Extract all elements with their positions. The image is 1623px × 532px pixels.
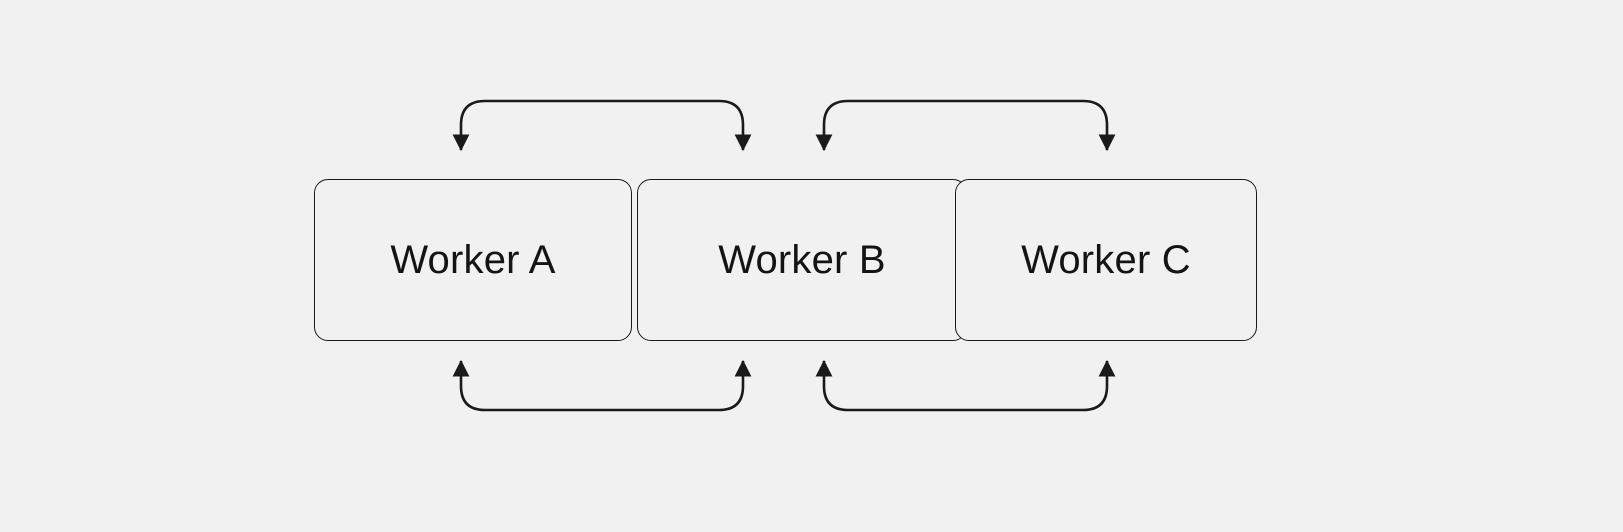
edge-worker-a-worker-b-bottom bbox=[452, 359, 752, 412]
edge-worker-b-worker-c-bottom bbox=[815, 359, 1116, 412]
edge-worker-b-worker-c-top bbox=[815, 99, 1116, 152]
node-worker-a[interactable]: Worker A bbox=[314, 179, 632, 341]
node-worker-b[interactable]: Worker B bbox=[637, 179, 967, 341]
node-worker-b-label: Worker B bbox=[718, 237, 886, 282]
node-worker-a-label: Worker A bbox=[390, 237, 556, 282]
edge-path bbox=[452, 99, 752, 152]
node-worker-c[interactable]: Worker C bbox=[955, 179, 1257, 341]
edge-path bbox=[815, 99, 1116, 152]
node-worker-c-label: Worker C bbox=[1021, 237, 1191, 282]
edge-worker-a-worker-b-top bbox=[452, 99, 752, 152]
edge-path bbox=[815, 359, 1116, 412]
edge-path bbox=[452, 359, 752, 412]
